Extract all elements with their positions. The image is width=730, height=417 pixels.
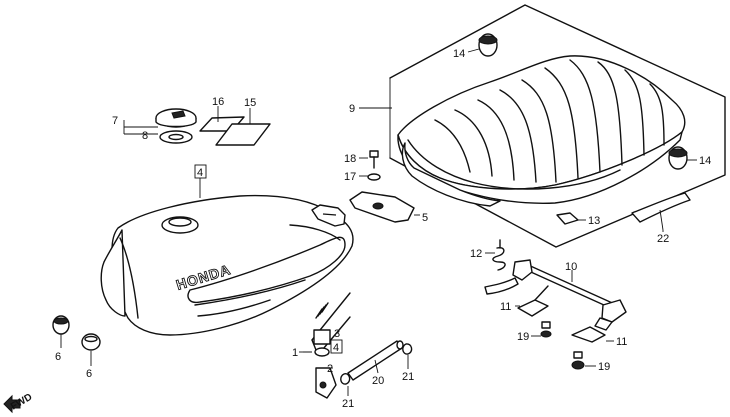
hose-clip-21b — [340, 373, 351, 396]
callout-14-top: 14 — [453, 48, 465, 60]
hose-clip-21 — [402, 343, 413, 369]
spring-12 — [485, 239, 506, 271]
callout-20: 20 — [372, 375, 384, 387]
callout-11-left: 11 — [500, 301, 511, 313]
bolt-18 — [369, 150, 379, 169]
seat-hinge-22 — [631, 192, 691, 231]
lock-bracket-11-right — [571, 326, 614, 343]
callout-19-right: 19 — [598, 361, 610, 373]
callout-13: 13 — [588, 215, 600, 227]
callout-labels: 1 2 3 4 4 5 6 6 7 8 9 10 11 11 12 13 14 … — [55, 48, 711, 410]
lock-bracket-11-left — [515, 285, 549, 317]
fwd-label: FWD — [9, 392, 34, 413]
tank-mount-bracket-5 — [349, 191, 420, 223]
callout-12: 12 — [470, 248, 482, 260]
callout-22: 22 — [657, 233, 669, 245]
seat-group-outline — [389, 4, 726, 248]
bolt-19-left — [531, 321, 552, 338]
leader-lines — [123, 106, 664, 369]
seat-clip-13 — [556, 212, 586, 225]
tank-cushion-6-left — [52, 315, 70, 348]
callout-9: 9 — [349, 103, 355, 115]
callout-2: 2 — [327, 363, 333, 375]
callout-19-left: 19 — [517, 331, 529, 343]
callout-5: 5 — [422, 212, 428, 224]
callout-18: 18 — [344, 153, 356, 165]
fuel-hose-20 — [347, 340, 404, 381]
callout-6-left: 6 — [55, 351, 61, 363]
washer-17 — [367, 173, 381, 181]
fwd-arrow-icon: FWD — [3, 392, 34, 414]
fuel-cap-7 — [155, 108, 197, 128]
callout-4: 4 — [197, 167, 203, 179]
callout-7: 7 — [112, 115, 118, 127]
callout-1: 1 — [292, 347, 298, 359]
callout-3: 3 — [334, 328, 340, 340]
callout-16: 16 — [212, 96, 224, 108]
callout-15: 15 — [244, 97, 256, 109]
bolt-19-right — [571, 351, 596, 370]
fuel-cap-gasket-8 — [159, 130, 193, 144]
seat-bumper-14-top — [467, 33, 498, 57]
seat-lock-rod-10 — [484, 259, 627, 331]
fuel-valve-1 — [299, 292, 351, 399]
seat-bumper-14-right — [668, 146, 697, 170]
seat-part-9 — [397, 55, 686, 207]
callout-21: 21 — [402, 371, 414, 383]
callout-21-lower: 21 — [342, 398, 354, 410]
callout-8: 8 — [142, 130, 148, 142]
tank-cushion-6-right — [81, 333, 101, 366]
decal-15 — [215, 123, 271, 146]
callout-10: 10 — [565, 261, 577, 273]
callout-6-right: 6 — [86, 368, 92, 380]
callout-14-right: 14 — [699, 155, 711, 167]
callout-11-right: 11 — [616, 336, 627, 348]
callout-4-valve: 4 — [333, 342, 339, 354]
callout-17: 17 — [344, 171, 356, 183]
fuel-tank-4: HONDA — [100, 194, 354, 336]
